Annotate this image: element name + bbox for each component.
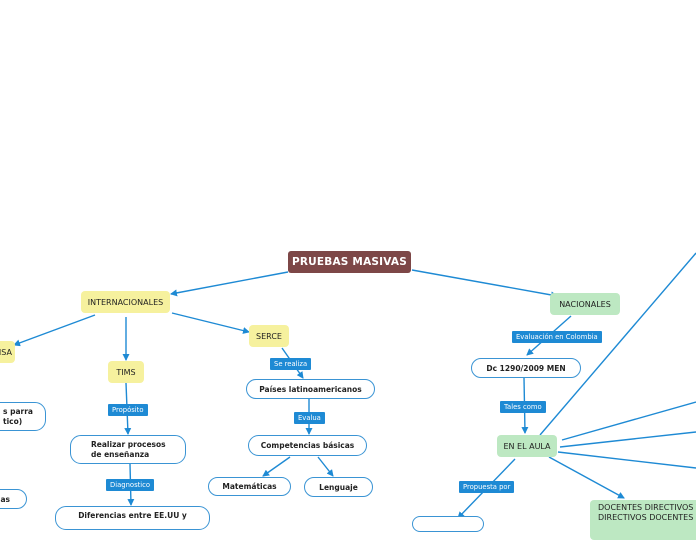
node-dc-1290[interactable]: Dc 1290/2009 MEN bbox=[471, 358, 581, 378]
link-competencias-matematicas bbox=[262, 456, 291, 477]
label-propuesta-por: Propuesta por bbox=[459, 481, 515, 493]
node-propuesta-partial[interactable] bbox=[412, 516, 484, 532]
node-en-el-aula[interactable]: EN EL AULA bbox=[497, 435, 557, 457]
link-aula-offscreen-1 bbox=[539, 252, 696, 436]
node-internacionales[interactable]: INTERNACIONALES bbox=[81, 291, 170, 313]
link-root-nacionales bbox=[411, 269, 558, 299]
label-diagnostico: Diagnostico bbox=[106, 479, 155, 491]
node-left-partial-1[interactable]: s parra tico) bbox=[0, 402, 46, 431]
link-root-internacionales bbox=[170, 271, 289, 297]
label-evaluacion-colombia: Evaluación en Colombia bbox=[512, 331, 602, 343]
link-competencias-lenguaje bbox=[317, 456, 334, 477]
label-se-realiza: Se realiza bbox=[270, 358, 312, 370]
link-aula-offscreen-3 bbox=[559, 431, 696, 448]
node-nacionales[interactable]: NACIONALES bbox=[550, 293, 620, 315]
node-pisa[interactable]: PISA bbox=[0, 341, 15, 363]
node-diferencias[interactable]: Diferencias entre EE.UU y bbox=[55, 506, 210, 530]
link-aula-offscreen-2 bbox=[561, 401, 696, 441]
node-paises-latinoamericanos[interactable]: Países latinoamericanos bbox=[246, 379, 375, 399]
node-lenguaje[interactable]: Lenguaje bbox=[304, 477, 373, 497]
node-matematicas[interactable]: Matemáticas bbox=[208, 477, 291, 496]
node-competencias-basicas[interactable]: Competencias básicas bbox=[248, 435, 367, 456]
root-node-pruebas-masivas[interactable]: PRUEBAS MASIVAS bbox=[288, 251, 411, 273]
left-partial-1-line1: s parra bbox=[3, 407, 33, 416]
label-tales-como: Tales como bbox=[500, 401, 546, 413]
link-aula-docentes bbox=[548, 456, 625, 499]
link-internacionales-pisa bbox=[13, 314, 96, 347]
node-tims[interactable]: TIMS bbox=[108, 361, 144, 383]
link-aula-offscreen-4 bbox=[557, 451, 696, 469]
node-realizar-procesos[interactable]: Realizar procesos de enseñanza bbox=[70, 435, 186, 464]
left-partial-1-line2: tico) bbox=[3, 417, 23, 426]
node-serce[interactable]: SERCE bbox=[249, 325, 289, 347]
node-docentes-directivos[interactable]: DOCENTES DIRECTIVOS Y DIRECTIVOS DOCENTE… bbox=[590, 500, 696, 540]
label-proposito: Propósito bbox=[108, 404, 148, 416]
label-evalua: Evalua bbox=[294, 412, 325, 424]
node-left-partial-2[interactable]: cas bbox=[0, 489, 27, 509]
link-internacionales-serce bbox=[171, 312, 250, 334]
